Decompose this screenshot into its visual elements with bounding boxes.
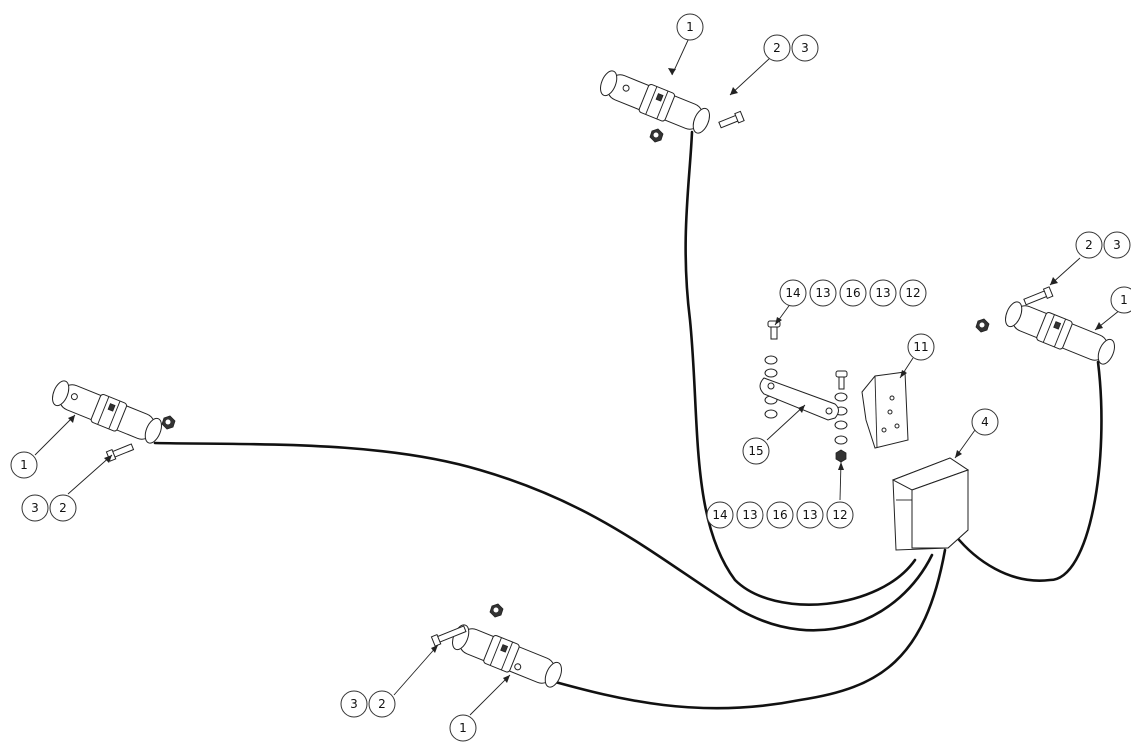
sensor-top — [600, 70, 745, 143]
svg-text:1: 1 — [1120, 293, 1128, 307]
callout-balloon-2: 2 — [49, 494, 77, 522]
svg-text:15: 15 — [748, 444, 763, 458]
svg-text:13: 13 — [815, 286, 830, 300]
svg-text:1: 1 — [686, 20, 694, 34]
callout-balloon-1: 1 — [676, 13, 704, 41]
hardware-stack-left — [764, 320, 781, 419]
callout-balloon-4: 4 — [971, 408, 999, 436]
svg-text:14: 14 — [712, 508, 727, 522]
callout-balloon-13: 13 — [736, 501, 764, 529]
svg-text:13: 13 — [742, 508, 757, 522]
svg-text:3: 3 — [31, 501, 39, 515]
callout-balloon-12: 12 — [899, 279, 927, 307]
callout-balloon-3: 3 — [340, 690, 368, 718]
svg-text:2: 2 — [1085, 238, 1093, 252]
callout-balloon-2: 2 — [368, 690, 396, 718]
control-module — [891, 457, 970, 551]
svg-text:2: 2 — [59, 501, 67, 515]
svg-text:4: 4 — [981, 415, 989, 429]
cable-top-sensor — [684, 130, 917, 606]
callout-balloon-2: 2 — [763, 34, 791, 62]
svg-text:13: 13 — [802, 508, 817, 522]
cable-right-sensor — [953, 360, 1103, 582]
svg-text:12: 12 — [832, 508, 847, 522]
sensor-bottom — [430, 603, 562, 688]
cable-bottom-sensor — [546, 548, 947, 710]
cable-harness — [153, 130, 1103, 710]
callout-balloon-16: 16 — [839, 279, 867, 307]
callout-balloon-1: 1 — [449, 714, 477, 742]
svg-text:3: 3 — [801, 41, 809, 55]
svg-text:3: 3 — [350, 697, 358, 711]
cable-left-sensor — [153, 441, 934, 632]
callout-balloon-12: 12 — [826, 501, 854, 529]
callout-balloon-1: 1 — [10, 451, 38, 479]
callout-balloon-3: 3 — [791, 34, 819, 62]
svg-text:16: 16 — [845, 286, 860, 300]
callout-balloon-16: 16 — [766, 501, 794, 529]
svg-text:13: 13 — [875, 286, 890, 300]
leader-lines — [34, 37, 1121, 716]
sensor-right — [975, 286, 1115, 365]
svg-text:2: 2 — [773, 41, 781, 55]
svg-text:14: 14 — [785, 286, 800, 300]
callout-balloon-13: 13 — [869, 279, 897, 307]
callout-balloon-14: 14 — [706, 501, 734, 529]
hardware-stack-right — [834, 370, 848, 463]
callout-balloon-3: 3 — [21, 494, 49, 522]
sensor-left — [52, 380, 176, 462]
callout-balloon-15: 15 — [742, 437, 770, 465]
callout-balloon-1: 1 — [1110, 286, 1131, 314]
callout-balloon-14: 14 — [779, 279, 807, 307]
callout-balloon-13: 13 — [796, 501, 824, 529]
callout-balloon-13: 13 — [809, 279, 837, 307]
svg-text:16: 16 — [772, 508, 787, 522]
callout-balloon-2: 2 — [1075, 231, 1103, 259]
svg-text:1: 1 — [20, 458, 28, 472]
svg-text:1: 1 — [459, 721, 467, 735]
mounting-strap — [759, 377, 839, 421]
svg-text:11: 11 — [913, 340, 928, 354]
mounting-bracket — [861, 371, 909, 449]
callout-balloon-3: 3 — [1103, 231, 1131, 259]
svg-text:3: 3 — [1113, 238, 1121, 252]
svg-text:12: 12 — [905, 286, 920, 300]
callout-balloon-11: 11 — [907, 333, 935, 361]
svg-text:2: 2 — [378, 697, 386, 711]
